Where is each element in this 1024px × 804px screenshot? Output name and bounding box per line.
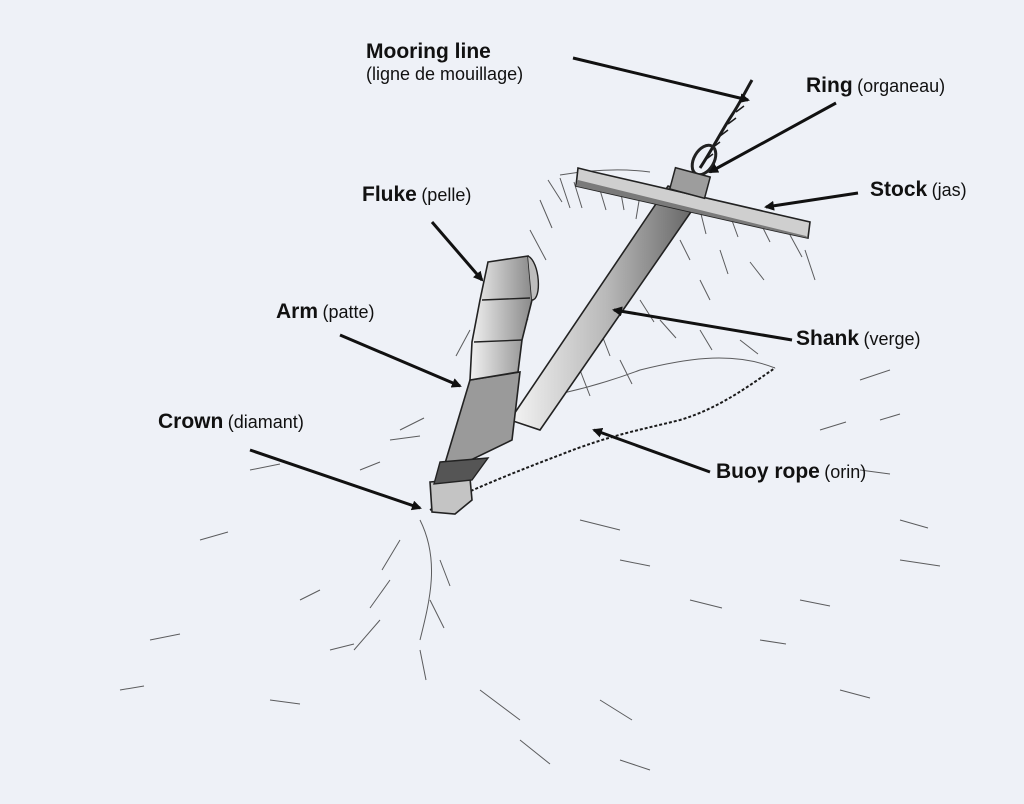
label-arm-name: Arm — [276, 300, 319, 323]
arrow-arm — [339, 333, 462, 388]
anchor-fluke — [469, 255, 533, 381]
label-crown: Crown (diamant) — [158, 410, 304, 434]
arrow-mooring-line — [572, 56, 750, 103]
label-fluke: Fluke (pelle) — [362, 183, 471, 207]
label-ring-french: (organeau) — [857, 76, 946, 96]
label-buoy-rope-french: (orin) — [824, 462, 867, 482]
label-shank-name: Shank — [796, 327, 860, 350]
label-fluke-french: (pelle) — [421, 185, 472, 205]
label-arm: Arm (patte) — [276, 300, 375, 324]
label-shank: Shank (verge) — [796, 327, 921, 351]
label-stock-name: Stock — [870, 178, 928, 201]
mooring-line — [698, 79, 754, 169]
label-buoy-rope: Buoy rope (orin) — [716, 460, 866, 484]
arrow-fluke — [430, 221, 484, 282]
arrow-buoy-rope — [592, 428, 711, 474]
label-shank-french: (verge) — [863, 329, 921, 349]
arrow-shank — [612, 306, 793, 342]
label-mooring-line-french: (ligne de mouillage) — [366, 64, 524, 85]
label-buoy-rope-name: Buoy rope — [716, 460, 820, 483]
label-arm-french: (patte) — [322, 302, 375, 322]
label-fluke-name: Fluke — [362, 183, 417, 206]
label-ring: Ring (organeau) — [806, 74, 945, 98]
label-ring-name: Ring — [806, 74, 853, 97]
arrow-stock — [764, 191, 859, 211]
label-mooring-line-name: Mooring line — [366, 40, 491, 63]
label-crown-name: Crown — [158, 410, 224, 433]
label-mooring-line: Mooring line (ligne de mouillage) — [366, 40, 523, 85]
arrow-ring — [708, 101, 837, 174]
anchor-shank — [508, 185, 704, 431]
buoy-rope — [429, 367, 776, 511]
arrow-crown — [249, 448, 422, 511]
label-arrows — [249, 56, 859, 511]
label-crown-french: (diamant) — [227, 412, 304, 432]
label-stock: Stock (jas) — [870, 178, 967, 202]
label-stock-french: (jas) — [931, 180, 967, 200]
